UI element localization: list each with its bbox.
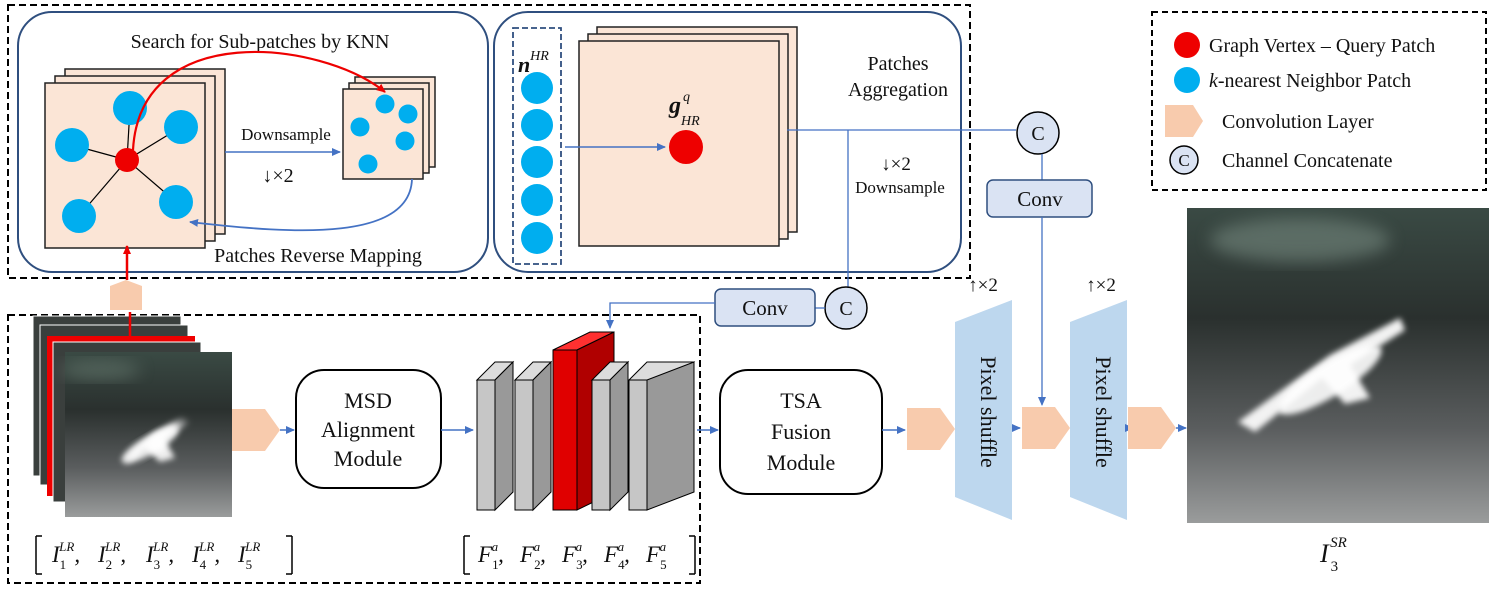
neighbor-patch	[521, 109, 553, 141]
neighbor-patch	[62, 199, 96, 233]
knn-search-panel: Search for Sub-patches by KNN	[17, 11, 489, 273]
feature-formula: F1a, F2a, F3a, F4a, F5a	[463, 535, 696, 575]
feature-slab	[513, 360, 553, 512]
input-frame-front	[60, 352, 232, 517]
tsa-label-3: Module	[767, 450, 835, 475]
aggregation-panel-border	[493, 11, 962, 273]
conv-box-top	[986, 179, 1093, 218]
pixel-shuffle-2-label: Pixel shuffle	[1091, 356, 1116, 467]
conv-layer-4	[1128, 407, 1176, 449]
tsa-label-2: Fusion	[771, 419, 831, 444]
tsa-fusion-module	[719, 369, 883, 495]
upscale-2-label: ↑×2	[1086, 275, 1116, 296]
legend: Graph Vertex – Query Patch k-nearest Nei…	[1151, 11, 1487, 191]
legend-query-label: Graph Vertex – Query Patch	[1209, 35, 1435, 57]
conv-layer-1	[232, 409, 280, 451]
legend-query-swatch	[1174, 32, 1200, 58]
knn-panel-title: Search for Sub-patches by KNN	[131, 31, 390, 53]
feature-slab	[627, 361, 696, 511]
neighbor-patch	[521, 184, 553, 216]
aggregation-scale: ↓×2	[881, 154, 911, 175]
concat-node-top	[1016, 111, 1060, 155]
pixel-shuffle-1	[955, 300, 1012, 520]
aligned-feature-stack	[475, 331, 696, 512]
conv-layer-3	[1022, 407, 1070, 449]
legend-concat-label: Channel Concatenate	[1222, 150, 1393, 172]
conv-layer-2	[907, 408, 955, 450]
legend-conv-swatch	[1165, 105, 1203, 137]
conv-box-mid	[714, 288, 816, 327]
msd-label-2: Alignment	[321, 417, 415, 442]
neighbor-patch	[395, 131, 415, 151]
bottom-dashed-region	[7, 314, 701, 584]
conv-layer-top	[110, 280, 142, 310]
legend-concat-symbol: C	[1178, 151, 1189, 170]
neighbor-patch	[521, 72, 553, 104]
legend-border	[1151, 11, 1487, 191]
neighbor-patch	[113, 91, 147, 125]
small-patch-stack	[342, 76, 436, 180]
query-patch	[669, 130, 703, 164]
neighbor-patch	[350, 117, 370, 137]
query-patch	[115, 148, 139, 172]
neighbor-patch	[164, 110, 198, 144]
knn-search-arrow	[131, 50, 386, 151]
feature-slab	[475, 360, 515, 512]
aggregation-label-2: Aggregation	[848, 79, 948, 101]
legend-concat-swatch	[1169, 145, 1199, 175]
input-frame-stack	[32, 312, 232, 517]
tsa-label-1: TSA	[780, 388, 822, 413]
concat-top-symbol: C	[1031, 123, 1044, 145]
feature-slab	[590, 360, 630, 512]
downsample-label: Downsample	[241, 125, 331, 144]
legend-conv-label: Convolution Layer	[1222, 111, 1374, 133]
neighbor-patch	[55, 128, 89, 162]
neighbor-patch	[398, 104, 418, 124]
knn-panel-border	[17, 11, 489, 273]
neighbor-patch	[521, 222, 553, 254]
pixel-shuffle-2	[1070, 300, 1127, 520]
neighbor-patch	[358, 154, 378, 174]
reverse-mapping-label: Patches Reverse Mapping	[214, 245, 422, 267]
aggregation-label-1: Patches	[867, 53, 928, 75]
msd-alignment-module	[295, 369, 442, 489]
input-formula: I1LR, I2LR, I3LR, I4LR, I5LR	[35, 535, 293, 575]
pixel-shuffle-1-label: Pixel shuffle	[976, 356, 1001, 467]
reverse-mapping-arrow	[189, 178, 413, 232]
msd-label-1: MSD	[344, 388, 392, 413]
msd-label-3: Module	[334, 446, 402, 471]
aggregation-downsample: Downsample	[855, 178, 945, 197]
input-formula-text: I1LR, I2LR, I3LR, I4LR, I5LR	[51, 539, 260, 572]
output-sr-image	[1187, 208, 1489, 523]
conv-box-top-label: Conv	[1017, 187, 1063, 211]
neighbor-patch	[521, 146, 553, 178]
concat-mid-symbol: C	[839, 298, 852, 320]
upscale-1-label: ↑×2	[968, 275, 998, 296]
neighbor-patch	[159, 185, 193, 219]
neighbor-label: niHR	[518, 49, 549, 86]
top-dashed-region	[7, 4, 971, 279]
large-patch-stack	[44, 68, 226, 249]
legend-neighbor-swatch	[1174, 67, 1200, 93]
neighbor-patch	[375, 94, 395, 114]
downsample-scale: ↓×2	[262, 165, 293, 187]
conv-box-mid-label: Conv	[742, 296, 788, 320]
neighbor-column	[512, 27, 562, 265]
feature-formula-text: F1a, F2a, F3a, F4a, F5a	[477, 539, 667, 572]
legend-neighbor-label: k-nearest Neighbor Patch	[1209, 70, 1411, 92]
